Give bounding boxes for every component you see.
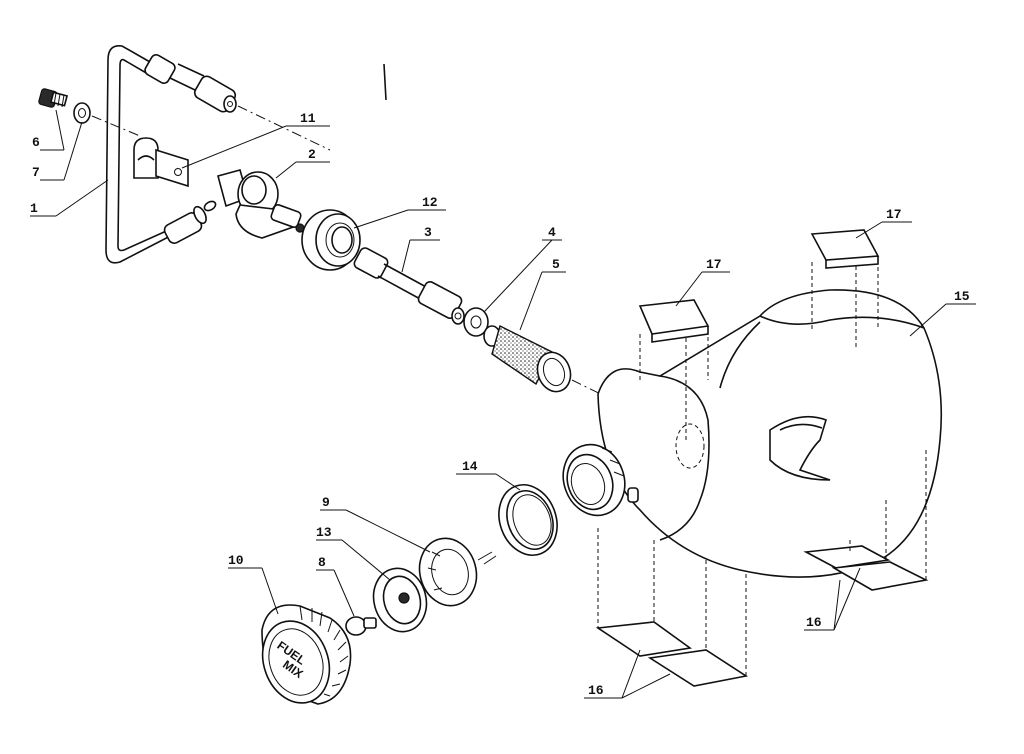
neck-gasket	[498, 484, 558, 556]
callout-16-right: 16	[806, 615, 822, 630]
callout-4: 4	[548, 225, 556, 240]
fuel-cap: FUEL MIX	[261, 604, 352, 705]
cap-seal	[372, 567, 428, 633]
callout-6: 6	[32, 135, 40, 150]
callout-2: 2	[308, 147, 316, 162]
cap-retainer	[418, 537, 497, 607]
callout-11: 11	[300, 111, 316, 126]
callout-13: 13	[316, 525, 332, 540]
callout-labels: 6 7 1 11 2 12 3 4 5 15 17 17 14 9 13 8 1…	[30, 111, 970, 698]
line-clamp	[133, 137, 189, 188]
vent-valve	[345, 616, 377, 636]
callout-12: 12	[422, 195, 438, 210]
callout-10: 10	[228, 553, 244, 568]
callout-17-right: 17	[886, 207, 902, 222]
callout-9: 9	[322, 495, 330, 510]
leader-lines	[30, 63, 976, 699]
callout-8: 8	[318, 555, 326, 570]
callout-7: 7	[32, 165, 40, 180]
screw	[38, 88, 69, 108]
fuel-tank	[562, 289, 943, 578]
fuel-line	[105, 44, 331, 264]
callout-15: 15	[954, 289, 970, 304]
callout-3: 3	[424, 225, 432, 240]
tube-washer	[463, 307, 489, 337]
fuel-valve	[203, 169, 305, 239]
pickup-tube	[353, 247, 465, 325]
callout-1: 1	[30, 201, 38, 216]
callout-16-bottom: 16	[588, 683, 604, 698]
mounting-pads	[595, 229, 929, 687]
callout-17-left: 17	[706, 257, 722, 272]
hex-nut	[301, 209, 361, 271]
callout-14: 14	[462, 459, 478, 474]
callout-5: 5	[552, 257, 560, 272]
